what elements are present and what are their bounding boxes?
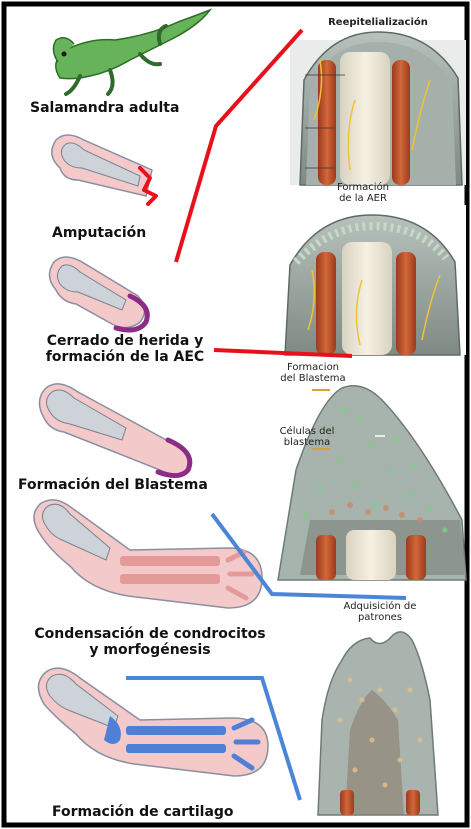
salamander-icon (53, 10, 210, 94)
stage-label-wound: Cerrado de herida y formación de la AEC (30, 333, 220, 365)
condensation-limb-icon (34, 500, 262, 608)
annotation-blastema-cells-line2: blastema (262, 437, 352, 448)
annotation-blastema-cells: Células del blastema (262, 426, 352, 448)
annotation-blastema-line2: del Blastema (268, 373, 358, 384)
annotation-aer: Formación de la AER (318, 182, 408, 204)
annotation-patterning-line1: Adquisición de (320, 601, 440, 612)
blastema-limb-icon (39, 384, 189, 476)
annotation-blastema-line1: Formacion (268, 362, 358, 373)
stage-label-adult: Salamandra adulta (30, 100, 179, 116)
blastema-illustration (278, 386, 466, 580)
stage-label-amputation: Amputación (52, 225, 146, 241)
patterning-illustration (318, 632, 438, 815)
aer-illustration (270, 205, 466, 355)
annotation-aer-line2: de la AER (318, 193, 408, 204)
annotation-blastema: Formacion del Blastema (268, 362, 358, 384)
stage-label-condensation-line1: Condensación de condrocitos (10, 626, 290, 642)
stage-label-wound-line2: formación de la AEC (30, 349, 220, 365)
annotation-reepithelialization: Reepitelialización (308, 17, 448, 28)
stage-label-condensation-line2: y morfogénesis (10, 642, 290, 658)
wound-closure-limb-icon (49, 257, 147, 330)
stage-label-blastema: Formación del Blastema (18, 477, 208, 493)
cartilage-limb-icon (38, 668, 268, 776)
annotation-aer-line1: Formación (318, 182, 408, 193)
stage-label-wound-line1: Cerrado de herida y (30, 333, 220, 349)
annotation-patterning: Adquisición de patrones (320, 601, 440, 623)
annotation-blastema-cells-line1: Células del (262, 426, 352, 437)
stage-label-cartilage: Formación de cartilago (52, 804, 234, 820)
annotation-patterning-line2: patrones (320, 612, 440, 623)
amputation-limb-icon (52, 135, 156, 204)
reepithelialization-illustration (290, 32, 466, 185)
stage-label-condensation: Condensación de condrocitos y morfogénes… (10, 626, 290, 658)
